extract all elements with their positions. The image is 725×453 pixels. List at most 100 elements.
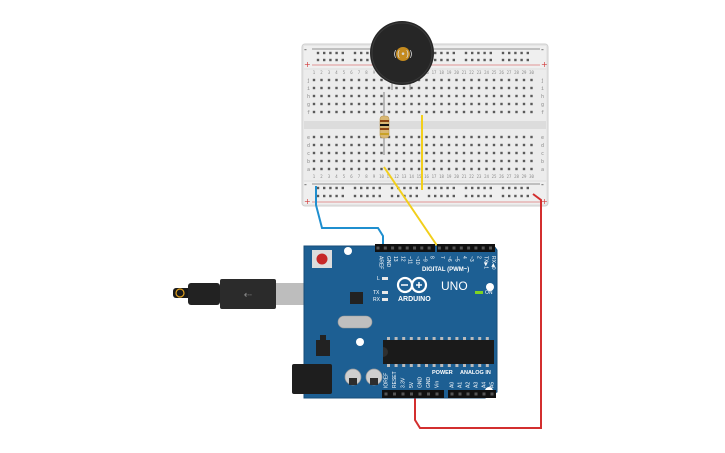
rail-hole[interactable] [501,186,505,190]
rail-hole[interactable] [341,58,344,62]
breadboard-hole[interactable] [327,94,331,98]
rail-hole[interactable] [501,194,505,198]
breadboard-hole[interactable] [335,94,338,98]
breadboard-hole[interactable] [500,110,503,114]
rail-hole[interactable] [514,194,517,198]
rail-hole[interactable] [446,194,449,198]
breadboard-hole[interactable] [402,135,406,139]
breadboard-hole[interactable] [417,159,421,163]
breadboard-hole[interactable] [357,102,361,106]
breadboard-hole[interactable] [455,102,458,106]
breadboard-hole[interactable] [500,135,503,139]
breadboard-hole[interactable] [462,78,466,82]
header-pin[interactable] [474,246,478,250]
rail-hole[interactable] [440,186,443,190]
breadboard-hole[interactable] [417,143,421,147]
header-pin[interactable] [452,246,456,250]
breadboard-hole[interactable] [500,86,503,90]
breadboard-hole[interactable] [485,159,488,163]
rail-hole[interactable] [520,186,523,190]
breadboard-hole[interactable] [342,86,346,90]
breadboard-hole[interactable] [395,94,398,98]
rail-hole[interactable] [514,186,517,190]
rail-hole[interactable] [409,194,412,198]
rail-hole[interactable] [452,51,455,55]
rail-hole[interactable] [366,186,369,190]
breadboard-hole[interactable] [522,159,526,163]
breadboard-hole[interactable] [522,78,526,82]
power-pin[interactable] [435,392,439,396]
breadboard-hole[interactable] [312,86,316,90]
breadboard-hole[interactable] [477,102,481,106]
analog-pin[interactable] [450,392,454,396]
breadboard-hole[interactable] [477,110,481,114]
rail-hole[interactable] [526,194,529,198]
breadboard-hole[interactable] [425,78,428,82]
header-pin[interactable] [467,246,471,250]
rail-hole[interactable] [409,186,412,190]
breadboard-hole[interactable] [350,167,353,171]
rail-hole[interactable] [434,58,437,62]
rail-hole[interactable] [323,186,326,190]
breadboard-hole[interactable] [477,78,481,82]
breadboard-hole[interactable] [515,86,518,90]
power-pin[interactable] [427,392,430,396]
breadboard-hole[interactable] [402,159,406,163]
rail-hole[interactable] [501,58,505,62]
rail-hole[interactable] [477,186,480,190]
breadboard-hole[interactable] [492,110,496,114]
breadboard-hole[interactable] [500,159,503,163]
breadboard-hole[interactable] [462,102,466,106]
breadboard-hole[interactable] [462,110,466,114]
rail-hole[interactable] [360,51,363,55]
breadboard-hole[interactable] [500,78,503,82]
breadboard-hole[interactable] [357,110,361,114]
breadboard-hole[interactable] [357,151,361,155]
breadboard-hole[interactable] [327,159,331,163]
breadboard-hole[interactable] [432,86,436,90]
breadboard-hole[interactable] [312,102,316,106]
breadboard-hole[interactable] [372,110,376,114]
breadboard-hole[interactable] [320,86,323,90]
breadboard-hole[interactable] [387,135,391,139]
breadboard-hole[interactable] [312,110,316,114]
rail-hole[interactable] [415,194,418,198]
breadboard-hole[interactable] [402,167,406,171]
rail-hole[interactable] [514,58,517,62]
breadboard-hole[interactable] [410,159,413,163]
breadboard-hole[interactable] [327,135,331,139]
rail-hole[interactable] [489,58,492,62]
header-pin[interactable] [459,246,463,250]
breadboard-hole[interactable] [320,143,323,147]
breadboard-hole[interactable] [455,143,458,147]
breadboard-hole[interactable] [342,94,346,98]
breadboard-hole[interactable] [410,86,413,90]
rail-hole[interactable] [353,51,357,55]
breadboard-hole[interactable] [440,167,443,171]
breadboard-hole[interactable] [455,151,458,155]
breadboard-hole[interactable] [462,94,466,98]
breadboard-hole[interactable] [387,102,391,106]
breadboard-hole[interactable] [455,135,458,139]
breadboard-hole[interactable] [417,94,421,98]
breadboard-hole[interactable] [492,151,496,155]
breadboard-hole[interactable] [402,151,406,155]
power-pin[interactable] [418,392,422,396]
breadboard-hole[interactable] [417,86,421,90]
breadboard-hole[interactable] [500,143,503,147]
breadboard-hole[interactable] [447,135,451,139]
red-wire-5v[interactable] [414,193,542,429]
breadboard-hole[interactable] [380,102,383,106]
breadboard-hole[interactable] [410,110,413,114]
breadboard-hole[interactable] [515,167,518,171]
breadboard-hole[interactable] [530,78,533,82]
breadboard-hole[interactable] [327,110,331,114]
breadboard-hole[interactable] [425,159,428,163]
rail-hole[interactable] [366,51,369,55]
analog-header[interactable] [448,390,496,398]
breadboard-hole[interactable] [425,102,428,106]
breadboard-hole[interactable] [515,78,518,82]
rail-hole[interactable] [329,58,332,62]
breadboard-hole[interactable] [335,151,338,155]
rail-hole[interactable] [501,51,505,55]
